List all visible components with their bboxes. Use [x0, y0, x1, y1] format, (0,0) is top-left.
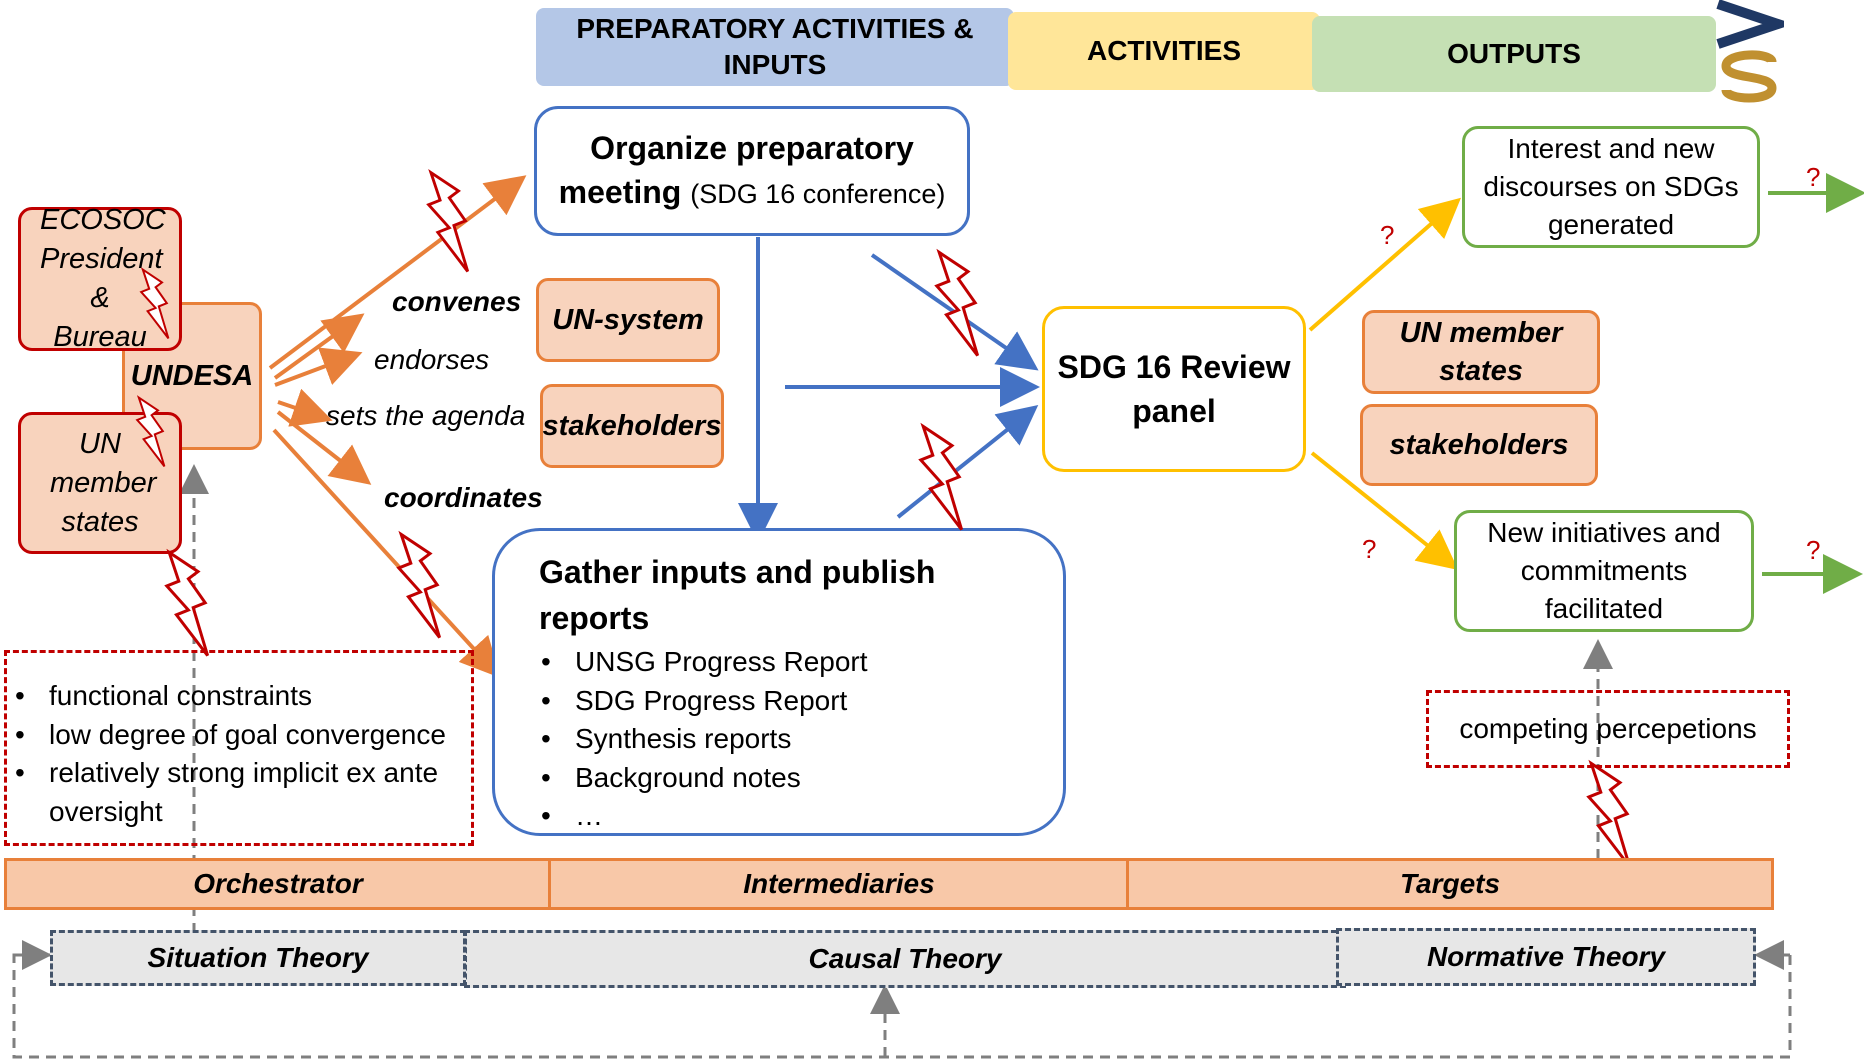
verb-coordinates: coordinates	[384, 482, 543, 513]
output-interest-label: Interest and new discourses on SDGs gene…	[1483, 133, 1739, 240]
question-mark: ?	[1380, 220, 1395, 250]
verb-convenes: convenes	[392, 286, 522, 317]
left-constraints-box: functional constraints low degree of goa…	[4, 650, 474, 846]
gather-inputs-title: Gather inputs and publish reports	[539, 554, 936, 636]
lightning-icon	[1587, 761, 1632, 869]
lightning-icon	[136, 396, 166, 468]
list-item: UNSG Progress Report	[539, 643, 1063, 682]
organize-meeting-title: Organize preparatory meeting	[558, 130, 914, 210]
output-initiatives-box: New initiatives and commitments facilita…	[1454, 510, 1754, 632]
list-item: …	[539, 797, 1063, 836]
lightning-icon	[140, 268, 170, 340]
stakeholders-mid-label: stakeholders	[542, 410, 722, 442]
blue-arrows	[738, 237, 1040, 543]
stakeholders-mid-box: stakeholders	[540, 384, 724, 468]
un-member-states-right-box: UN member states	[1362, 310, 1600, 394]
verb-endorses: endorses	[374, 344, 490, 375]
organize-meeting-box: Organize preparatory meeting (SDG 16 con…	[534, 106, 970, 236]
bar-orchestrator: Orchestrator	[4, 858, 552, 910]
undesa-label: UNDESA	[130, 360, 254, 392]
question-mark: ?	[1806, 535, 1821, 565]
list-item: relatively strong implicit ex ante overs…	[13, 754, 469, 831]
gather-inputs-list: UNSG Progress Report SDG Progress Report…	[539, 643, 1063, 836]
stakeholders-right-label: stakeholders	[1389, 429, 1569, 461]
un-member-states-right-label: UN member states	[1399, 317, 1563, 387]
un-system-label: UN-system	[552, 304, 704, 336]
review-panel-box: SDG 16 Review panel	[1042, 306, 1306, 472]
left-constraints-list: functional constraints low degree of goa…	[13, 677, 471, 831]
list-item: Synthesis reports	[539, 720, 1063, 759]
output-initiatives-label: New initiatives and commitments facilita…	[1487, 517, 1721, 624]
bar-orchestrator-label: Orchestrator	[193, 868, 363, 899]
un-system-box: UN-system	[536, 278, 720, 362]
theory-normative-label: Normative Theory	[1426, 941, 1666, 972]
bar-intermediaries: Intermediaries	[548, 858, 1130, 910]
logo-fragment	[1716, 0, 1784, 103]
theory-situation: Situation Theory	[50, 930, 466, 986]
list-item: SDG Progress Report	[539, 682, 1063, 721]
theory-situation-label: Situation Theory	[147, 942, 369, 973]
list-item: functional constraints	[13, 677, 471, 716]
header-preparatory-label: PREPARATORY ACTIVITIES & INPUTS	[576, 13, 974, 80]
lightning-icon	[427, 170, 470, 274]
gather-inputs-box: Gather inputs and publish reports UNSG P…	[492, 528, 1066, 836]
header-preparatory: PREPARATORY ACTIVITIES & INPUTS	[536, 8, 1014, 86]
right-constraints-box: competing percepetions	[1426, 690, 1790, 768]
un-member-states-left-label: UN member states	[50, 427, 157, 538]
right-constraints-label: competing percepetions	[1459, 713, 1757, 744]
bar-targets-label: Targets	[1399, 868, 1501, 899]
question-mark: ?	[1806, 162, 1821, 192]
orange-arrows	[268, 175, 527, 678]
lightning-icon	[919, 424, 964, 532]
bar-intermediaries-label: Intermediaries	[743, 868, 935, 899]
green-arrows	[1762, 173, 1864, 594]
header-activities: ACTIVITIES	[1008, 12, 1320, 90]
header-outputs: OUTPUTS	[1312, 16, 1716, 92]
lightning-icon	[397, 532, 442, 640]
organize-meeting-text: Organize preparatory meeting (SDG 16 con…	[537, 126, 967, 216]
lightning-icon	[935, 250, 980, 358]
theory-causal-label: Causal Theory	[808, 943, 1002, 974]
list-item: Background notes	[539, 759, 1063, 798]
organize-meeting-suffix: (SDG 16 conference)	[690, 179, 946, 209]
yellow-arrows	[1308, 197, 1462, 570]
review-panel-label: SDG 16 Review panel	[1057, 349, 1291, 429]
theory-normative: Normative Theory	[1336, 928, 1756, 986]
theory-causal: Causal Theory	[464, 930, 1346, 988]
header-activities-label: ACTIVITIES	[1086, 35, 1241, 66]
question-mark: ?	[1362, 534, 1377, 564]
verb-sets-agenda: sets the agenda	[326, 400, 526, 431]
ecosoc-label: ECOSOC President & Bureau	[40, 204, 166, 353]
lightning-icon	[165, 550, 210, 658]
header-outputs-label: OUTPUTS	[1447, 38, 1581, 69]
bar-targets: Targets	[1126, 858, 1774, 910]
output-interest-box: Interest and new discourses on SDGs gene…	[1462, 126, 1760, 248]
stakeholders-right-box: stakeholders	[1360, 404, 1598, 486]
list-item: low degree of goal convergence	[13, 716, 471, 755]
